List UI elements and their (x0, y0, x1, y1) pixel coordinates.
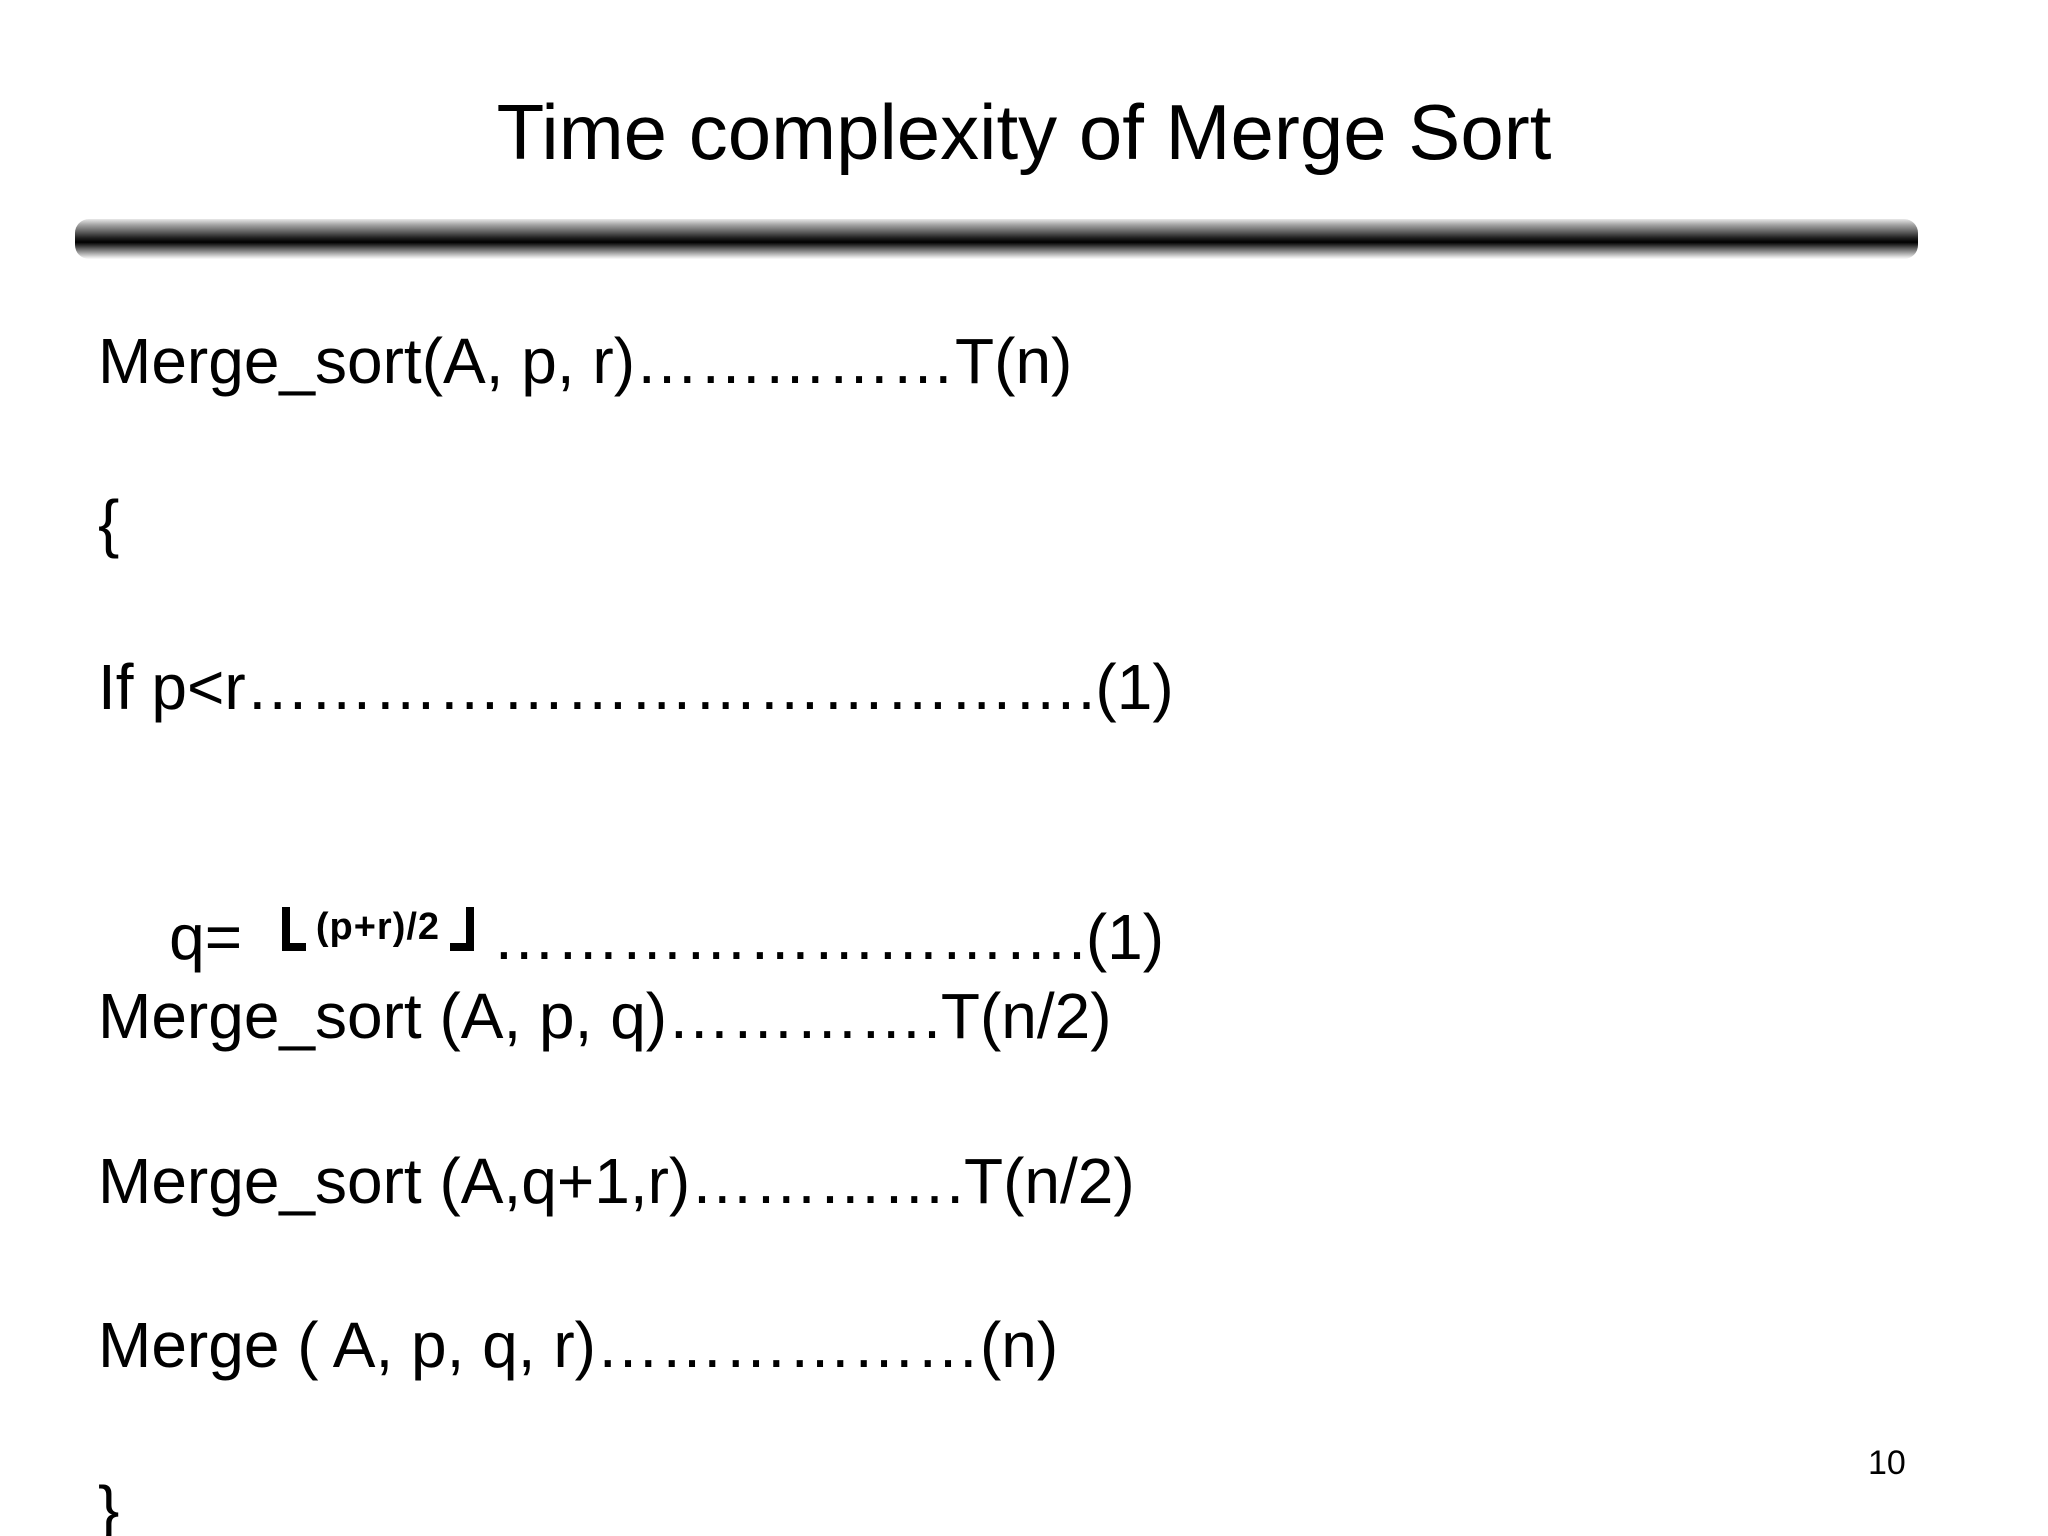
floor-right-bracket-icon (450, 907, 475, 952)
code-line-q-assignment: q= (p+r)/2 ……………………….(1) (98, 818, 1164, 1043)
slide-title: Time complexity of Merge Sort (496, 88, 1552, 176)
code-line-merge-sort-right-half: Merge_sort (A,q+1,r)………….T(n/2) (98, 1145, 1135, 1217)
code-line-close-brace: } (98, 1473, 120, 1536)
page-number: 10 (1868, 1444, 1906, 1482)
code-line-merge-sort-call: Merge_sort(A, p, r)……………T(n) (98, 325, 1073, 397)
floor-left-bracket-icon (281, 907, 306, 952)
floor-expression: (p+r)/2 (281, 888, 475, 958)
code-line-open-brace: { (98, 487, 120, 559)
q-assignment-prefix: q= (169, 901, 260, 974)
floor-expression-content: (p+r)/2 (315, 906, 441, 949)
code-line-merge-sort-left-half: Merge_sort (A, p, q)………….T(n/2) (98, 980, 1112, 1052)
code-line-merge-call: Merge ( A, p, q, r)………………(n) (98, 1309, 1059, 1381)
code-line-if-condition: If p<r………………………………….(1) (98, 651, 1174, 723)
title-divider-bar (75, 219, 1918, 259)
q-assignment-suffix: ……………………….(1) (492, 901, 1165, 974)
